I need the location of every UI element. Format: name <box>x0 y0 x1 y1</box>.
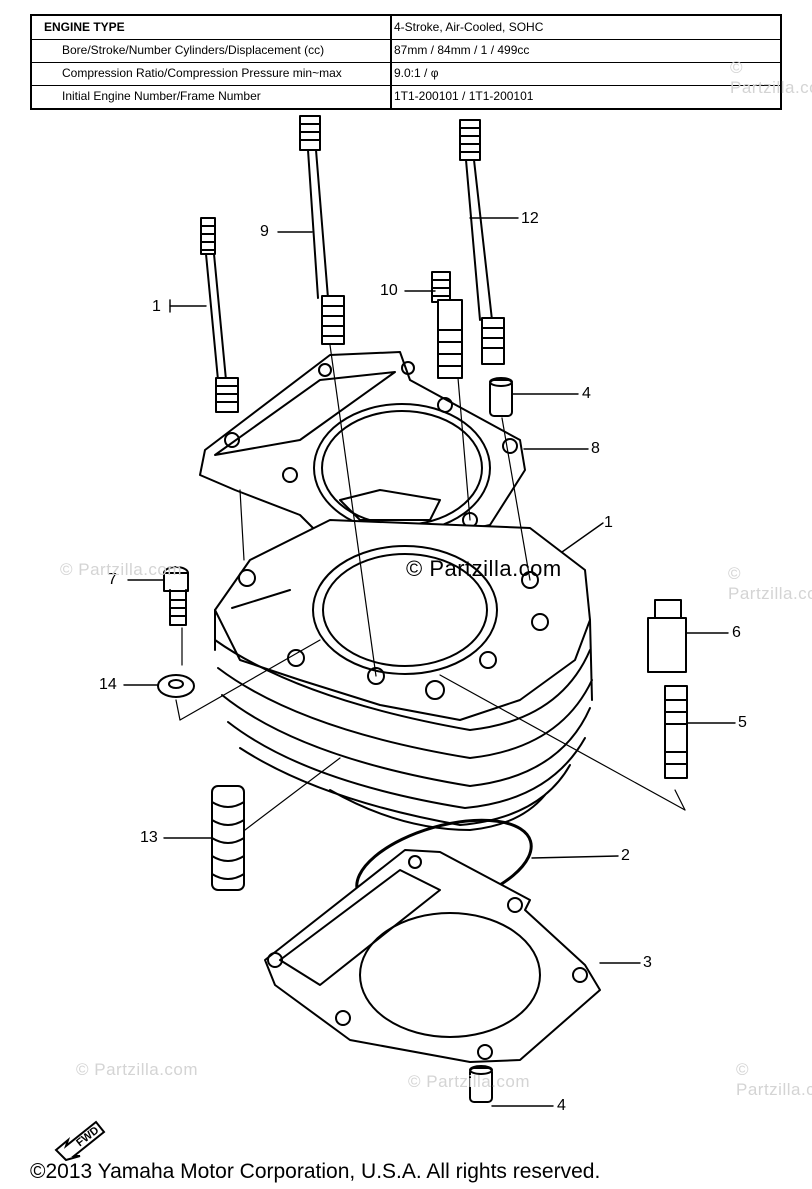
spec-value: 4-Stroke, Air-Cooled, SOHC <box>394 20 544 34</box>
callout-8: 8 <box>591 440 600 457</box>
spec-value: 9.0:1 / φ <box>394 66 439 80</box>
callout-9: 9 <box>260 223 269 240</box>
callout-5: 5 <box>738 714 747 731</box>
part-stud-5[interactable] <box>664 685 688 779</box>
part-cylinder-1[interactable] <box>214 519 593 831</box>
part-head-gasket-8[interactable] <box>199 351 526 549</box>
watermark-faint: © Partzilla.com <box>408 1072 531 1091</box>
callout-3: 3 <box>643 954 652 971</box>
watermark-faint: © Partzilla.com <box>60 560 183 579</box>
spec-row-compression: Compression Ratio/Compression Pressure m… <box>32 62 780 86</box>
callout-1-stud: 1 <box>152 298 161 315</box>
spec-row-bore-stroke: Bore/Stroke/Number Cylinders/Displacemen… <box>32 39 780 63</box>
watermark-faint: © Partzilla.com <box>730 58 812 97</box>
part-dowel-4-bottom[interactable] <box>469 1065 493 1103</box>
callout-14: 14 <box>99 676 117 693</box>
callout-4-top: 4 <box>582 385 591 402</box>
part-stud-9[interactable] <box>299 115 345 345</box>
spec-value: 1T1-200101 / 1T1-200101 <box>394 89 534 103</box>
callout-12: 12 <box>521 210 539 227</box>
spec-label: Bore/Stroke/Number Cylinders/Displacemen… <box>32 39 392 62</box>
spec-label: Compression Ratio/Compression Pressure m… <box>32 62 392 85</box>
watermark-faint: © Partzilla.com <box>728 564 812 603</box>
spec-label: ENGINE TYPE <box>32 16 392 39</box>
spec-label: Initial Engine Number/Frame Number <box>32 85 392 108</box>
part-washer-14[interactable] <box>157 674 195 698</box>
callout-2: 2 <box>621 847 630 864</box>
callout-10: 10 <box>380 282 398 299</box>
part-stud-12[interactable] <box>459 119 505 365</box>
part-base-gasket-3[interactable] <box>264 849 601 1063</box>
engine-spec-table: ENGINE TYPE 4-Stroke, Air-Cooled, SOHC B… <box>30 14 782 110</box>
watermark-main: © Partzilla.com <box>406 556 562 581</box>
copyright-footer: ©2013 Yamaha Motor Corporation, U.S.A. A… <box>30 1160 601 1183</box>
part-bolt-7[interactable] <box>163 566 189 626</box>
spec-row-engine-type: ENGINE TYPE 4-Stroke, Air-Cooled, SOHC <box>32 16 780 40</box>
callout-7: 7 <box>108 571 117 588</box>
watermark-faint: © Partzilla.com <box>736 1060 812 1099</box>
part-stud-10[interactable] <box>431 271 463 379</box>
part-dowel-4-top[interactable] <box>489 377 513 417</box>
forward-direction-arrow-icon: FWD <box>52 1108 108 1162</box>
callout-4-bottom: 4 <box>557 1097 566 1114</box>
watermark-faint: © Partzilla.com <box>76 1060 199 1079</box>
part-6[interactable] <box>647 599 687 673</box>
callout-13: 13 <box>140 829 158 846</box>
callout-1-cylinder: 1 <box>604 514 613 531</box>
part-stud-1[interactable] <box>200 217 239 413</box>
spec-value: 87mm / 84mm / 1 / 499cc <box>394 43 530 57</box>
part-stud-13[interactable] <box>211 785 245 891</box>
spec-row-engine-number: Initial Engine Number/Frame Number 1T1-2… <box>32 85 780 108</box>
callout-6: 6 <box>732 624 741 641</box>
leader-lines <box>123 217 736 1107</box>
